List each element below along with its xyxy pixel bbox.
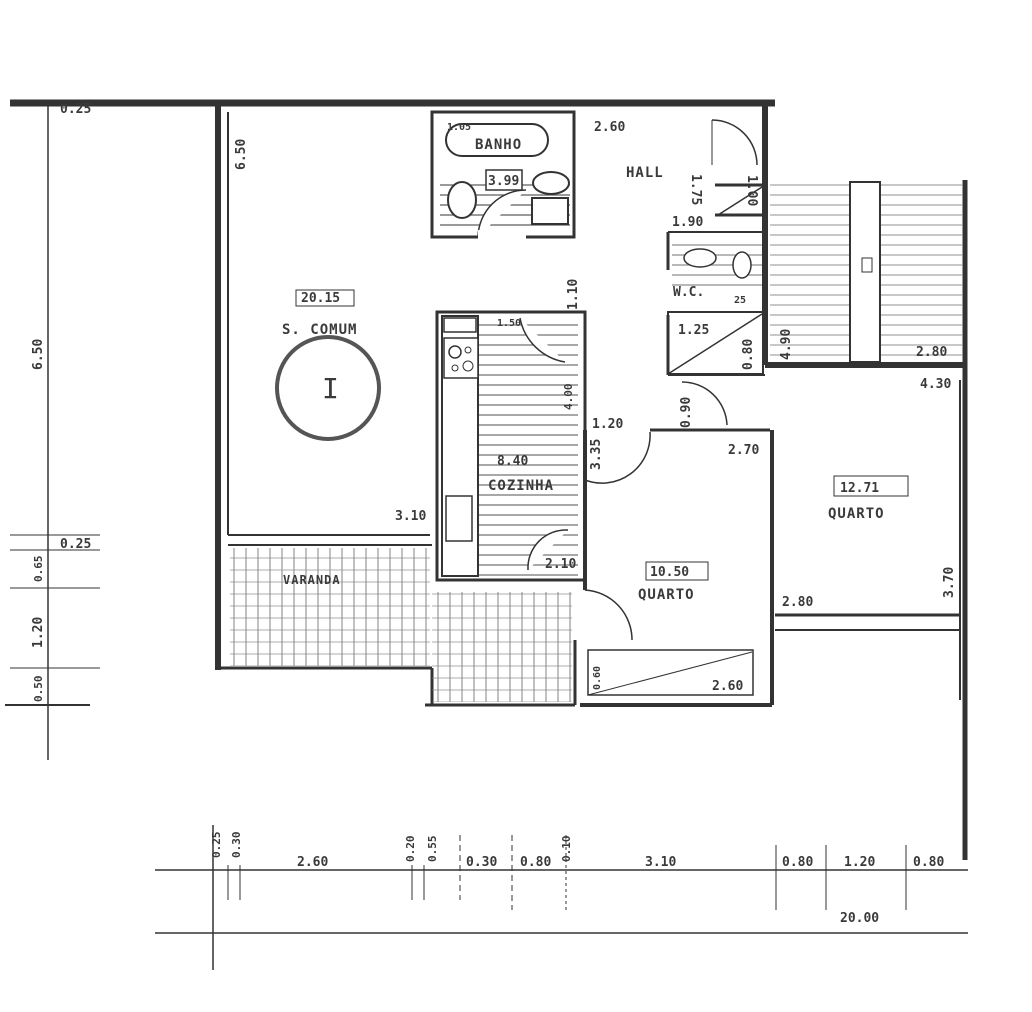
bottom-dim-7: 0.10 xyxy=(560,836,573,863)
bottom-dim-10: 1.20 xyxy=(844,855,875,870)
quarto1-width: 2.70 xyxy=(728,443,759,458)
quarto2-height: 3.70 xyxy=(942,567,957,598)
bottom-dim-0: 0.25 xyxy=(210,832,223,859)
hall-dim-090: 0.90 xyxy=(679,397,694,428)
quarto1-dim-335: 3.35 xyxy=(589,439,604,470)
bottom-dim-8: 3.10 xyxy=(645,855,676,870)
cozinha-area: 8.40 xyxy=(497,454,528,469)
varanda xyxy=(228,544,572,702)
sala-label: S. COMUM xyxy=(282,322,357,338)
section-marker-label: I xyxy=(322,372,339,405)
hall-dim-175: 1.75 xyxy=(688,174,703,205)
cozinha-dim-110: 1.10 xyxy=(566,279,581,310)
quarto1-dim-060: 0.60 xyxy=(592,666,603,690)
section-marker xyxy=(275,335,381,441)
cozinha-dim-400: 4.00 xyxy=(562,384,575,411)
left-dim-4: 0.50 xyxy=(32,676,45,703)
wc-dim-125: 1.25 xyxy=(678,323,709,338)
banho-label: BANHO xyxy=(475,137,522,153)
wc-dim: 25 xyxy=(734,295,746,306)
quarto2-width: 2.80 xyxy=(782,595,813,610)
sala-width: 3.10 xyxy=(395,509,426,524)
bottom-dim-4: 0.55 xyxy=(426,836,439,863)
left-dim-0: 6.50 xyxy=(31,339,46,370)
wc-label: W.C. xyxy=(673,285,704,300)
bottom-dim-9: 0.80 xyxy=(782,855,813,870)
bottom-dim-2: 2.60 xyxy=(297,855,328,870)
sala-height: 6.50 xyxy=(234,139,249,170)
top-dim: 0.25 xyxy=(60,102,91,117)
cozinha-label: COZINHA xyxy=(488,478,554,494)
room-labels: BANHO 3.99 1.05 2.60 HALL 1.00 1.75 1.90… xyxy=(234,120,957,694)
sala-area-box xyxy=(295,289,355,307)
escada-dim-280: 2.80 xyxy=(916,345,947,360)
cozinha-dim-120: 1.20 xyxy=(592,417,623,432)
bottom-dim-11: 0.80 xyxy=(913,855,944,870)
cozinha-dim-210: 2.10 xyxy=(545,557,576,572)
quarto1-area: 10.50 xyxy=(650,565,689,580)
hall-label: HALL xyxy=(626,165,664,181)
left-dim-3: 1.20 xyxy=(31,617,46,648)
bottom-dim-5: 0.30 xyxy=(466,855,497,870)
bottom-dim-3: 0.20 xyxy=(404,836,417,863)
cozinha-dim-150: 1.50 xyxy=(497,318,521,329)
quarto2-label: QUARTO xyxy=(828,506,885,522)
hall-door-dim: 1.00 xyxy=(744,175,759,206)
staircase xyxy=(770,180,967,365)
doors xyxy=(584,381,754,696)
quarto2-area: 12.71 xyxy=(840,481,879,496)
sala-area: 20.15 xyxy=(301,291,340,306)
bottom-dimensions: 0.25 0.30 2.60 0.20 0.55 0.30 0.80 0.10 … xyxy=(155,825,968,970)
total-dim: 20.00 xyxy=(840,911,879,926)
escada-dim-430: 4.30 xyxy=(920,377,951,392)
left-dimensions: 0.25 6.50 0.25 0.65 1.20 0.50 xyxy=(5,102,100,760)
banho-dim: 1.05 xyxy=(447,122,471,133)
hall-dim-190: 1.90 xyxy=(672,215,703,230)
bathroom xyxy=(430,110,576,240)
bottom-dim-1: 0.30 xyxy=(230,832,243,859)
banho-area: 3.99 xyxy=(488,174,519,189)
wc xyxy=(667,119,764,375)
wc-dim-080: 0.80 xyxy=(741,339,756,370)
left-dim-1: 0.25 xyxy=(60,537,91,552)
quarto2-area-box xyxy=(833,475,909,497)
hall-width: 2.60 xyxy=(594,120,625,135)
quarto1-area-box xyxy=(645,561,709,581)
kitchen xyxy=(435,310,587,582)
bottom-dim-6: 0.80 xyxy=(520,855,551,870)
quarto1-dim-260: 2.60 xyxy=(712,679,743,694)
varanda-label: VARANDA xyxy=(283,573,341,587)
quarto1-label: QUARTO xyxy=(638,587,695,603)
left-dim-2: 0.65 xyxy=(32,556,45,583)
escada-dim-490: 4.90 xyxy=(779,329,794,360)
